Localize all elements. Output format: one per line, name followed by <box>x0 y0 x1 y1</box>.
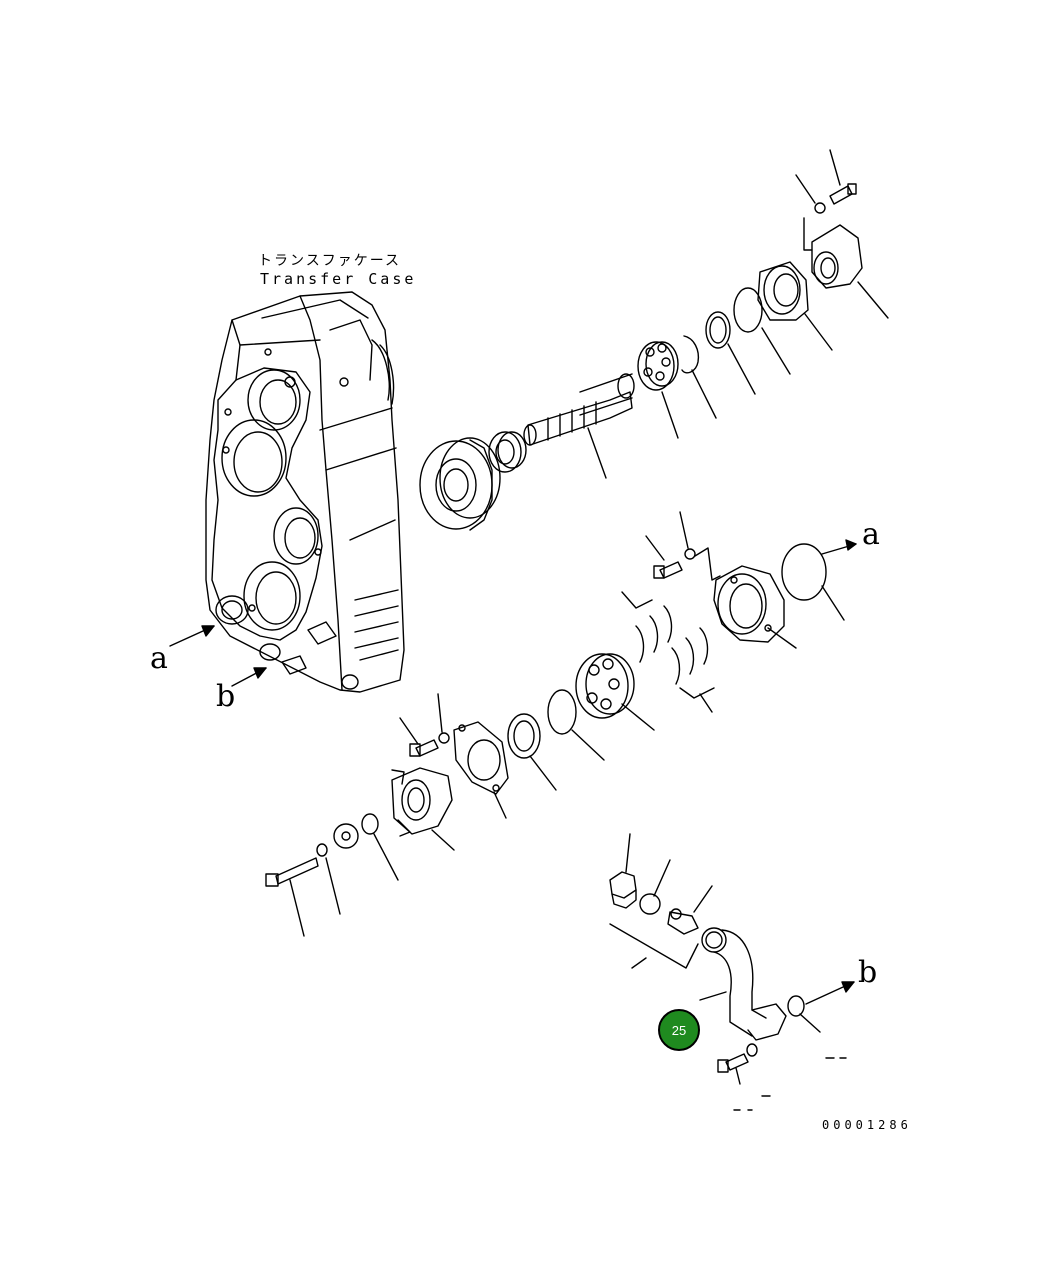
lower-washer-large <box>361 813 379 835</box>
lower-flat-washer <box>333 823 359 849</box>
pipe-plug <box>609 871 637 909</box>
transfer-case-housing <box>205 291 405 693</box>
lower-pipe-assembly <box>609 833 847 1111</box>
upper-yoke-flange <box>811 224 863 289</box>
lower-yoke-flange <box>391 767 453 837</box>
middle-o-ring <box>781 543 827 601</box>
upper-gear <box>419 437 501 531</box>
middle-bolt <box>653 561 683 579</box>
upper-shaft-assembly <box>419 149 889 531</box>
shim-set-right <box>671 627 715 699</box>
lower-left-washer <box>438 732 450 744</box>
upper-bolt <box>829 183 857 205</box>
middle-carrier <box>713 565 785 643</box>
pipe-flange-washer <box>746 1043 758 1057</box>
upper-bearing-cover <box>757 261 809 321</box>
upper-washer <box>814 202 826 214</box>
pipe-o-ring <box>639 893 661 915</box>
ball-bearing <box>637 341 679 391</box>
callout-marker-button[interactable]: 25 <box>658 1009 700 1051</box>
transfer-case-label-japanese: トランスファケース <box>258 253 402 269</box>
pipe-flange-bolt <box>717 1053 749 1073</box>
lower-lock-washer <box>316 843 328 857</box>
middle-washer <box>684 548 696 560</box>
lower-long-bolt <box>265 857 319 887</box>
middle-cover-plate <box>453 721 509 795</box>
upper-o-ring <box>733 287 763 333</box>
pipe-elbow <box>701 927 787 1041</box>
transfer-case-label-english: Transfer Case <box>260 270 417 288</box>
diagram-reference-code: 00001286 <box>822 1118 912 1132</box>
lower-left-bolt <box>409 739 439 757</box>
connection-arrow-b-bottom <box>805 981 855 1005</box>
middle-bearing <box>575 653 635 719</box>
upper-bearing <box>488 431 527 473</box>
upper-snap-ring <box>681 335 700 374</box>
middle-assembly <box>265 511 845 937</box>
shim-set-left <box>621 591 673 663</box>
middle-oil-seal <box>507 713 541 759</box>
connection-letter-b-bottom: b <box>858 955 878 990</box>
callout-marker-number: 25 <box>671 1022 687 1038</box>
connection-letter-b-left: b <box>216 679 236 714</box>
connection-arrow-a-left <box>169 625 215 647</box>
connection-arrow-a-top <box>821 539 857 555</box>
connection-letter-a-top: a <box>862 517 880 552</box>
pipe-flange-o-ring <box>787 995 805 1017</box>
pipe-adapter <box>667 908 699 935</box>
connection-arrow-b-left <box>231 667 267 687</box>
middle-snap-ring <box>547 689 577 735</box>
connection-letter-a-left: a <box>150 641 168 676</box>
upper-shaft <box>523 373 635 446</box>
upper-oil-seal <box>705 311 731 349</box>
